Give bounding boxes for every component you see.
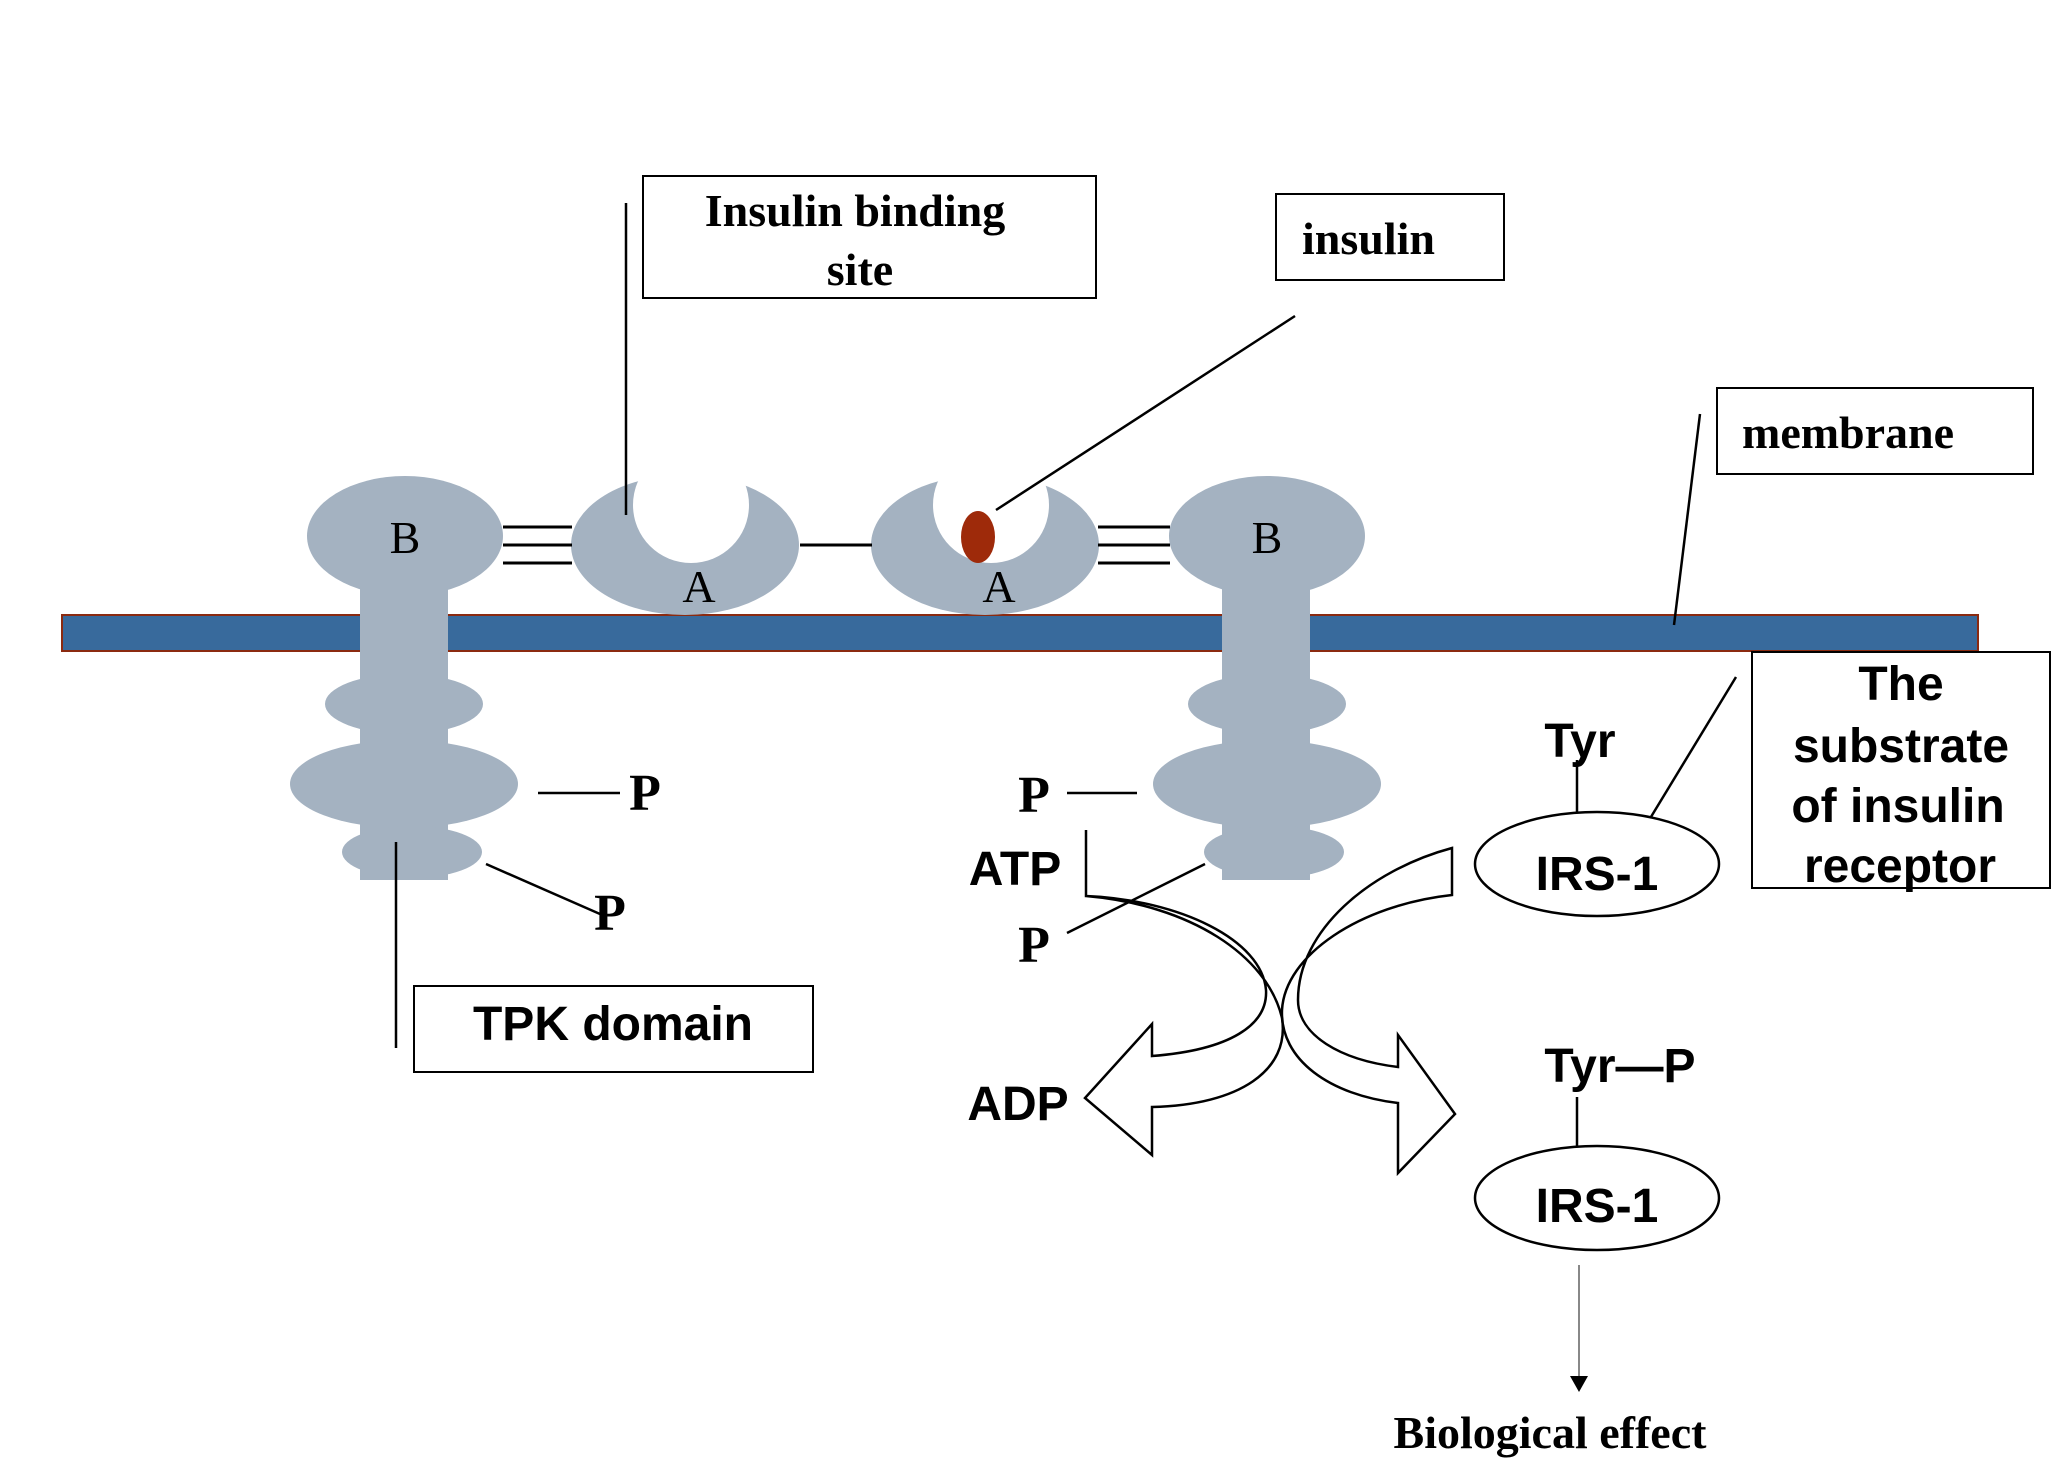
subunit-b-left-head: [307, 476, 503, 596]
tpk-lobe-2-left: [290, 740, 518, 828]
tpk-lobe-1-right: [1188, 674, 1346, 734]
tpk-box: [413, 985, 814, 1073]
substrate-label-line3: of insulin: [1791, 780, 2004, 833]
adp-label: ADP: [967, 1078, 1068, 1131]
membrane-label: membrane: [1742, 407, 1954, 458]
p-right-lower-bond: [1066, 862, 1206, 935]
tpk-lobe-1-left: [325, 674, 483, 734]
subunit-b-right-head: [1169, 476, 1365, 596]
irs-phosphorylation-arrow: [1280, 846, 1457, 1177]
tpk-label: TPK domain: [473, 998, 753, 1051]
p-left-lower-label: P: [594, 885, 626, 942]
substrate-leader: [1638, 676, 1738, 836]
insulin-box: [1275, 193, 1505, 281]
insulin-label: insulin: [1302, 213, 1435, 264]
tpk-lobe-3-left: [342, 826, 482, 878]
irs1-top-label: IRS-1: [1536, 848, 1659, 901]
subunit-a-right-label: A: [982, 561, 1015, 612]
substrate-label-line2: substrate: [1793, 720, 2009, 773]
binding-site-label-line2: site: [827, 244, 893, 295]
p-left-upper-label: P: [629, 765, 661, 822]
atp-label: ATP: [969, 843, 1061, 896]
membrane-leader: [1672, 413, 1702, 626]
subunit-a-left: [571, 475, 799, 615]
tpk-lobe-3-right: [1204, 826, 1344, 878]
atp-to-adp-arrow: [1083, 830, 1285, 1158]
substrate-label-line4: receptor: [1804, 840, 1996, 893]
membrane-box: [1716, 387, 2034, 475]
insulin-leader: [995, 314, 1296, 512]
receptor-right: [871, 475, 1381, 880]
subunit-b-left-label: B: [390, 512, 421, 563]
reaction-arrows: [1083, 830, 1457, 1177]
irs1-top-ellipse: [1473, 810, 1721, 918]
substrate-label-line1: The: [1858, 658, 1943, 711]
irs1-bottom-label: IRS-1: [1536, 1180, 1659, 1233]
leader-lines: [394, 203, 1738, 1146]
subunit-a-left-label: A: [682, 561, 715, 612]
tyr-p-label: Tyr—P: [1544, 1040, 1695, 1093]
receptor-left: [290, 475, 799, 880]
p-right-upper-label: P: [1018, 767, 1050, 824]
binding-site-box: [642, 175, 1097, 299]
tpk-lobe-2-right: [1153, 740, 1381, 828]
disulfide-bonds: [503, 525, 1170, 565]
p-left-lower-bond: [485, 862, 601, 916]
irs1-bottom-ellipse: [1473, 1144, 1721, 1252]
p-right-lower-label: P: [1018, 917, 1050, 974]
binding-site-label-line1: Insulin binding: [705, 185, 1006, 236]
subunit-b-right-label: B: [1252, 512, 1283, 563]
biological-effect-label: Biological effect: [1394, 1407, 1708, 1458]
membrane-bar: [61, 614, 1979, 652]
tyr-label: Tyr: [1544, 715, 1615, 768]
insulin-molecule: [961, 511, 995, 563]
substrate-box: [1751, 651, 2051, 889]
biological-effect-arrowhead: [1570, 1376, 1588, 1392]
